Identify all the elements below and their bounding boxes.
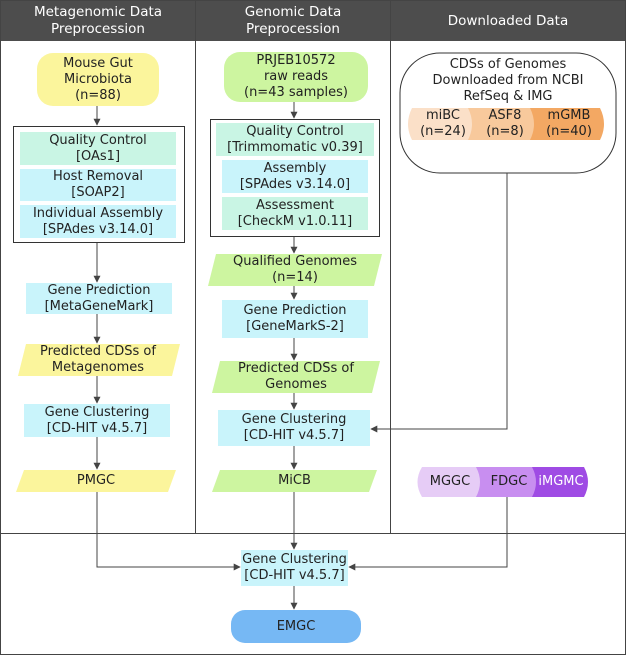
header-genomic: Genomic Data Preprocession [196,1,390,41]
cat3-shape [532,467,588,497]
micb-shape [212,470,377,492]
individual-assembly-node: Individual Assembly [SPAdes v3.14.0] [20,205,176,238]
header-downloaded: Downloaded Data [391,1,625,41]
quality-control-trimmomatic-node: Quality Control [Trimmomatic v0.39] [216,123,374,156]
header-metagenomic: Metagenomic Data Preprocession [1,1,195,41]
db2-shape [468,108,538,140]
predicted-cdss-genomes-node: Predicted CDSs of Genomes [238,361,354,392]
gene-prediction-genemarks2-node: Gene Prediction [GeneMarkS-2] [222,300,368,338]
gene-clustering-metagenomic-node: Gene Clustering [CD-HIT v4.5.7] [24,404,170,437]
divider-2 [390,0,391,533]
qualified-genomes-shape [208,254,382,286]
predicted-cdss-metagenomes-node: Predicted CDSs of Metagenomes [40,344,156,375]
emgc-node: EMGC [231,610,361,643]
db1-shape [408,108,476,140]
frame-left [0,0,1,655]
divider-horizontal [0,533,626,534]
fdgc-node: FDGC [490,474,528,489]
imgmc-node: iMGMC [538,474,584,489]
predicted-genomes-shape [212,361,380,393]
mgmb-db-node: mGMB (n=40) [546,108,592,139]
frame-top [0,0,626,1]
host-removal-node: Host Removal [SOAP2] [20,169,176,201]
cat2-shape [476,467,540,497]
genomic-preprocess-group [210,119,380,237]
assessment-checkm-node: Assessment [CheckM v1.0.11] [222,197,368,230]
divider-1 [195,0,196,533]
mouse-gut-microbiota-node: Mouse Gut Microbiota (n=88) [37,53,159,106]
predicted-metagenomes-shape [18,344,180,376]
prjeb10572-raw-reads-node: PRJEB10572 raw reads (n=43 samples) [224,52,368,102]
gene-clustering-genomic-node: Gene Clustering [CD-HIT v4.5.7] [218,410,370,446]
micb-node: MiCB [278,473,311,488]
assembly-spades-node: Assembly [SPAdes v3.14.0] [222,160,368,193]
metagenomic-preprocess-group [13,126,185,243]
gene-prediction-metagenemark-node: Gene Prediction [MetaGeneMark] [26,283,172,314]
db3-shape [530,108,604,140]
pmgc-shape [16,470,176,492]
mibc-db-node: miBC (n=24) [420,108,466,139]
asf8-db-node: ASF8 (n=8) [486,108,524,139]
qualified-genomes-node: Qualified Genomes (n=14) [233,254,357,285]
cat1-shape [417,467,484,497]
mggc-node: MGGC [429,474,471,489]
quality-control-oas1-node: Quality Control [OAs1] [20,132,176,165]
downloaded-cdss-title: CDSs of Genomes Downloaded from NCBI Ref… [432,57,584,104]
pmgc-node: PMGC [76,473,116,488]
gene-clustering-final-node: Gene Clustering [CD-HIT v4.5.7] [241,550,348,586]
